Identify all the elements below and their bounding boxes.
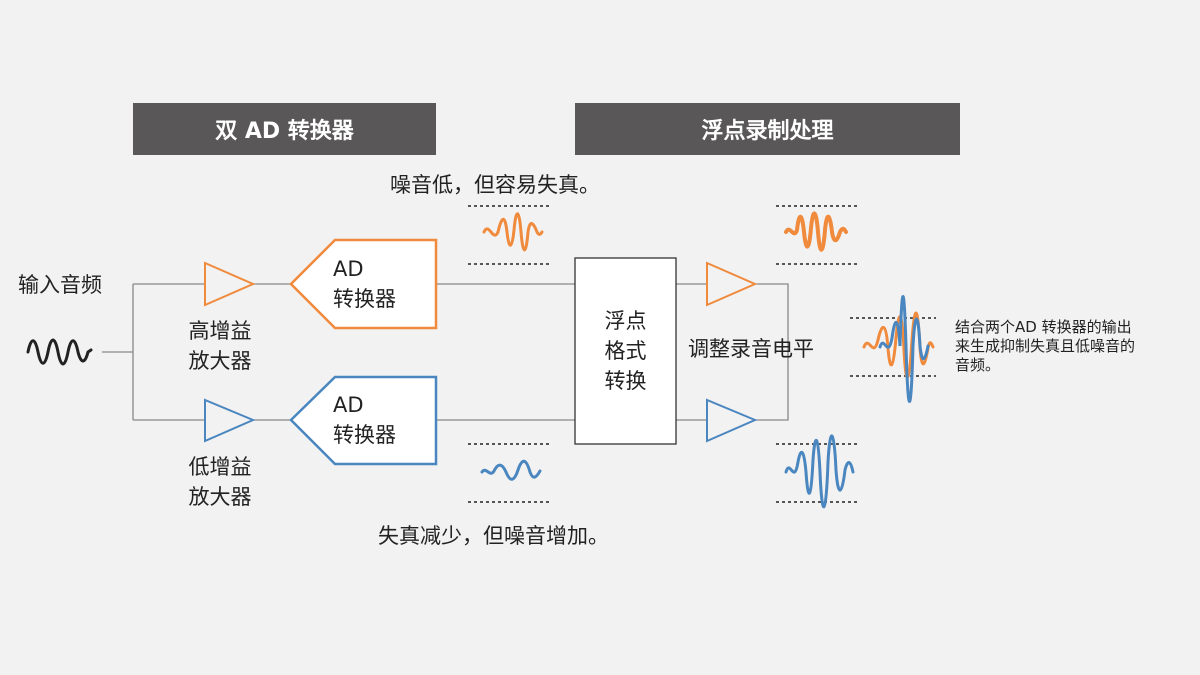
ad-to-float-lines	[436, 283, 575, 421]
orange-wave-output-icon	[784, 211, 848, 252]
input-wave-icon	[26, 338, 93, 366]
combine-note: 结合两个AD 转换器的输出 来生成抑制失真且低噪音的 音频。	[955, 318, 1136, 374]
output-amp-bottom-icon	[706, 398, 758, 443]
float-conversion-box	[574, 257, 677, 445]
high-gain-amp-label: 高增益 放大器	[188, 319, 252, 373]
ad-converter-top-label: AD 转换器	[333, 257, 396, 311]
high-gain-amp-icon	[204, 261, 256, 307]
orange-wave-top-icon	[482, 212, 544, 252]
bottom-note: 失真减少，但噪音增加。	[378, 524, 609, 548]
adjust-level-label: 调整录音电平	[688, 337, 814, 361]
top-note: 噪音低，但容易失真。	[390, 173, 600, 197]
output-amp-top-icon	[706, 261, 758, 307]
float-to-amp-lines	[676, 283, 707, 421]
output-merge-line	[755, 283, 789, 421]
input-split-line	[102, 283, 205, 421]
float-processing-header: 浮点录制处理	[575, 103, 960, 155]
wiring	[102, 283, 789, 421]
dual-ad-converter-header: 双 AD 转换器	[133, 103, 436, 155]
blue-wave-output-icon	[784, 434, 855, 509]
low-gain-amp-icon	[204, 398, 256, 443]
blue-wave-small-icon	[480, 459, 542, 481]
ad-converter-bottom-shape	[289, 375, 438, 466]
ad-converter-top-shape	[289, 238, 438, 330]
low-gain-amp-label: 低增益 放大器	[188, 455, 252, 509]
ad-converter-bottom-label: AD 转换器	[333, 393, 396, 447]
combined-wave-icon	[862, 295, 935, 403]
float-conversion-label: 浮点 格式 转换	[604, 309, 647, 393]
amp-to-ad-lines	[253, 283, 290, 421]
input-audio-label: 输入音频	[18, 273, 102, 297]
